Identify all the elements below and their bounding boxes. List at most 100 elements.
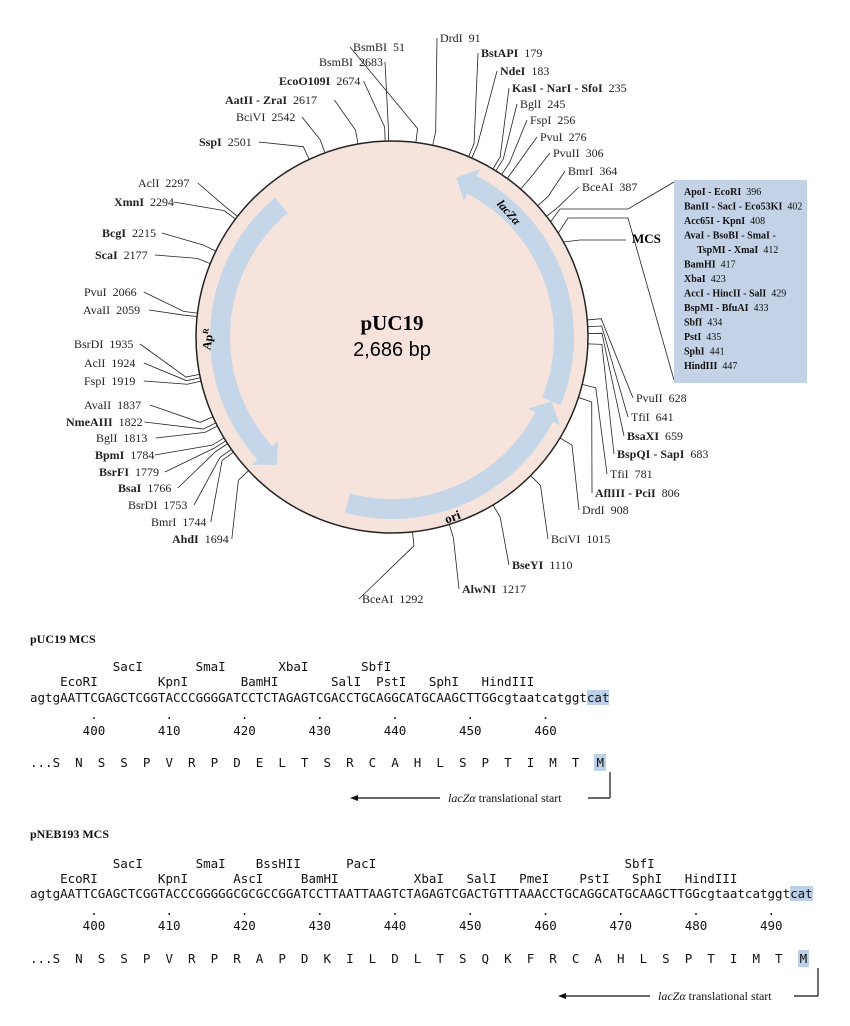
site-leader: [144, 421, 217, 430]
site-leader: [148, 309, 198, 317]
mcs-box: [674, 180, 807, 383]
site-leader: [197, 182, 238, 217]
ampr-label: ApR: [198, 327, 216, 351]
puc19-numbers: 400 410 420 430 440 450 460: [30, 723, 557, 738]
site-leader: [520, 152, 551, 190]
site-leader: [161, 232, 217, 252]
ori-arrow: [344, 401, 561, 520]
pneb193-start-codon: cat: [790, 886, 813, 901]
plasmid-name: pUC19: [360, 311, 423, 335]
pneb193-sequence: agtgAATTCGAGCTCGGTACCCGGGGGCGCGCCGGATCCT…: [30, 886, 813, 901]
site-leader: [155, 425, 218, 439]
mcs-leader: [563, 239, 626, 243]
pneb193-aa: ...S N S S P V R P R A P D K I L D L T S…: [30, 950, 810, 967]
site-leader: [334, 99, 359, 145]
site-leader: [154, 254, 211, 264]
mcs-label: MCS: [632, 231, 661, 246]
pneb193-met: M: [797, 950, 810, 967]
site-leader: [349, 46, 419, 143]
site-leader: [495, 103, 518, 171]
site-leader: [537, 170, 566, 207]
plasmid-size: 2,686 bp: [353, 339, 431, 361]
plasmid-circle: [195, 140, 589, 534]
site-leader: [468, 52, 479, 157]
puc19-mcs-title: pUC19 MCS: [30, 632, 96, 646]
pneb193-numbers: 400 410 420 430 440 450 460 470 480 490: [30, 918, 783, 933]
pneb193-enzymes-row1: SacI SmaI BssHII PacI SbfI: [30, 856, 655, 871]
site-leader: [578, 397, 593, 494]
puc19-start-codon: cat: [586, 690, 610, 705]
site-leader: [384, 61, 389, 142]
site-leader: [143, 362, 201, 382]
puc19-enzymes-row2: EcoRI KpnI BamHI SalI PstI SphI HindIII: [30, 674, 535, 689]
site-leader: [154, 437, 225, 456]
site-leader: [193, 449, 232, 506]
site-leader: [149, 404, 214, 423]
site-leader: [559, 437, 580, 511]
site-leader: [506, 136, 538, 179]
site-leader: [173, 201, 236, 220]
site-leader: [432, 37, 438, 146]
pneb193-enzymes-row2: EcoRI KpnI AscI BamHI XbaI SalI PmeI Pst…: [30, 871, 738, 886]
ori-label: ori: [442, 507, 462, 527]
puc19-start-label: lacZα translational start: [448, 791, 562, 805]
ampr-arrow: [210, 197, 288, 465]
pneb193-start-arrow: [558, 968, 819, 999]
site-leader: [258, 141, 310, 160]
site-leader: [471, 70, 498, 159]
pneb193-start-label: lacZα translational start: [658, 989, 772, 1003]
pneb193-dots: . . . . . . . . . .: [30, 903, 776, 918]
site-leader: [587, 343, 615, 455]
puc19-met: M: [594, 754, 606, 771]
site-leader: [301, 116, 326, 153]
puc19-enzymes-row1: SacI SmaI XbaI SbfI: [30, 659, 392, 674]
puc19-dots: . . . . . . .: [30, 707, 550, 722]
mcs-entry: AvaI - BsoBI - SmaI -: [684, 231, 776, 242]
site-leader: [587, 325, 629, 418]
lacz-arrow: [456, 168, 574, 406]
puc19-start-arrow: [350, 772, 611, 801]
site-leader: [164, 440, 226, 473]
site-leader: [231, 470, 249, 540]
